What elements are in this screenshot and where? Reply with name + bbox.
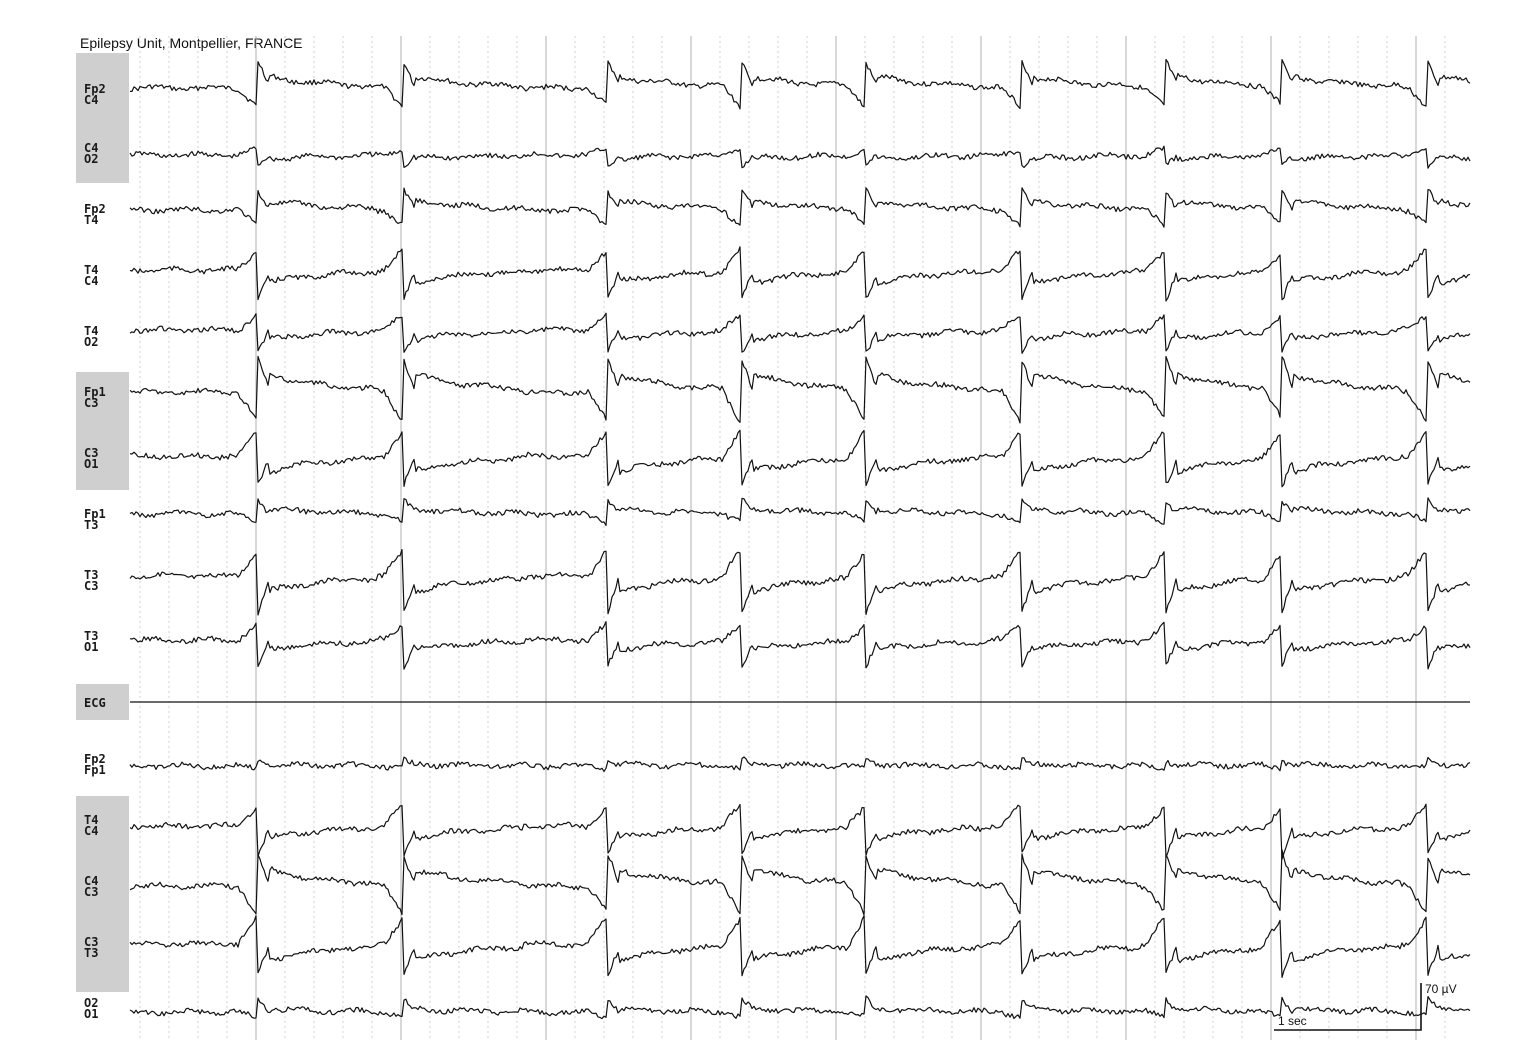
trace-c4-o2	[129, 145, 1471, 169]
label-t3-o1-line1: T3	[84, 629, 98, 643]
trace-c3-o1	[129, 429, 1471, 488]
label-t3-c3-line2: C3	[84, 579, 98, 593]
label-c3-t3-line1: C3	[84, 935, 98, 949]
label-c4-c3-line1: C4	[84, 874, 98, 888]
trace-fp2-c4	[130, 58, 1471, 110]
trace-t4-c4	[129, 246, 1471, 302]
label-t4-c4-b-line1: T4	[84, 813, 98, 827]
label-fp2-c4-line2: C4	[84, 93, 98, 107]
eeg-traces	[129, 58, 1471, 1020]
label-o2-o1-line1: O2	[84, 996, 98, 1010]
label-ecg-line1: ECG	[84, 696, 106, 710]
label-fp2-fp1-line1: Fp2	[84, 752, 106, 766]
label-t4-o2-line1: T4	[84, 324, 98, 338]
label-shade-t4-c4-c4-c3-c3-t3	[76, 796, 129, 992]
label-t4-c4-line2: C4	[84, 274, 98, 288]
trace-t4-o2	[129, 312, 1471, 354]
trace-t3-c3	[129, 548, 1471, 616]
label-c4-o2-line1: C4	[84, 141, 98, 155]
calibration-bars	[1274, 983, 1422, 1031]
time-scale-label: 1 sec	[1278, 1014, 1307, 1028]
label-fp2-t4-line2: T4	[84, 213, 98, 227]
amplitude-scale-label: 70 µV	[1425, 982, 1457, 996]
label-t3-c3-line1: T3	[84, 568, 98, 582]
trace-fp1-t3	[129, 497, 1471, 527]
label-fp2-t4-line1: Fp2	[84, 202, 106, 216]
label-c4-c3-line2: C3	[84, 885, 98, 899]
label-c3-o1-line2: O1	[84, 457, 98, 471]
label-t4-c4-line1: T4	[84, 263, 98, 277]
trace-o2-o1	[129, 995, 1471, 1020]
calibration: 70 µV 1 sec	[1274, 982, 1457, 1031]
label-shade-fp2-c4-c4-o2	[76, 53, 129, 183]
label-c4-o2-line2: O2	[84, 152, 98, 166]
label-fp2-c4-line1: Fp2	[84, 82, 106, 96]
page-title: Epilepsy Unit, Montpellier, FRANCE	[80, 35, 303, 51]
label-c3-t3-line2: T3	[84, 946, 98, 960]
label-ecg: ECG	[84, 696, 106, 710]
label-shading	[76, 53, 129, 992]
trace-c3-t3	[129, 915, 1471, 979]
time-grid	[139, 36, 1446, 1040]
label-fp1-c3-line1: Fp1	[84, 385, 106, 399]
label-c3-o1-line1: C3	[84, 446, 98, 460]
label-o2-o1-line2: O1	[84, 1007, 98, 1021]
label-shade-fp1-c3-c3-o1	[76, 372, 129, 490]
label-t4-o2-line2: O2	[84, 335, 98, 349]
label-t3-o1-line2: O1	[84, 640, 98, 654]
trace-t3-o1	[129, 621, 1471, 670]
label-fp1-t3-line1: Fp1	[84, 507, 106, 521]
trace-fp2-t4	[129, 187, 1471, 228]
label-fp2-fp1-line2: Fp1	[84, 763, 106, 777]
label-fp1-c3-line2: C3	[84, 396, 98, 410]
trace-c4-c3	[129, 849, 1471, 916]
label-t4-c4-b-line2: C4	[84, 824, 98, 838]
label-shade-ecg	[76, 684, 129, 720]
label-fp1-t3-line2: T3	[84, 518, 98, 532]
trace-fp1-c3	[129, 355, 1471, 424]
trace-fp2-fp1	[129, 756, 1471, 773]
trace-t4-c4-b	[129, 803, 1471, 860]
